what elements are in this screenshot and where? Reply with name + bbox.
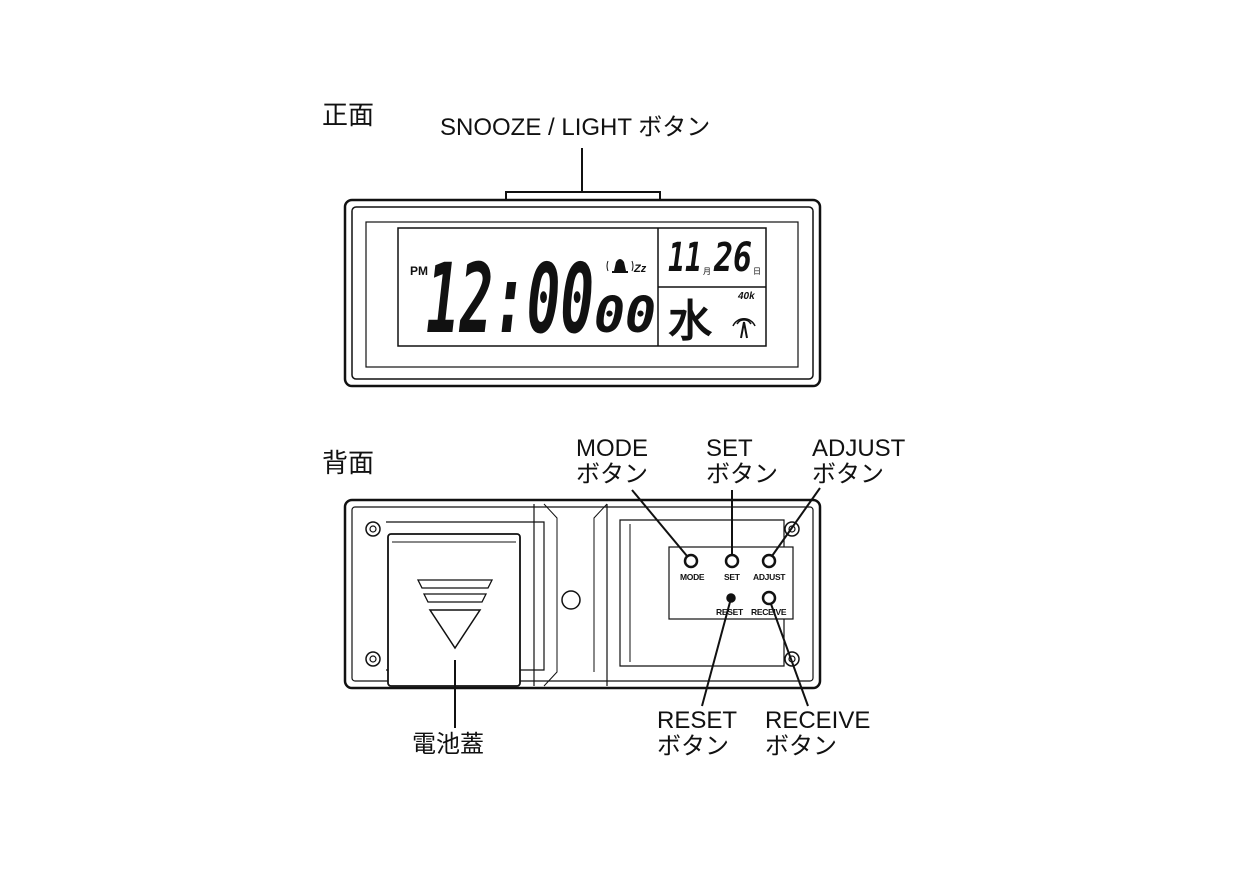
adjust-label-line1: ADJUST [812, 435, 906, 462]
screw-icon [365, 651, 381, 667]
snooze-zz-indicator: Zz [633, 263, 647, 275]
date-month: 11 [668, 235, 702, 281]
receive-panel-label: RECEIVE [751, 607, 787, 617]
battery-cover-label: 電池蓋 [412, 731, 484, 758]
day-unit: 日 [753, 267, 761, 276]
set-panel-label: SET [724, 572, 741, 582]
adjust-panel-label: ADJUST [753, 572, 786, 582]
reset-button[interactable] [726, 593, 736, 603]
back-section-title: 背面 [322, 448, 374, 478]
adjust-button[interactable] [761, 553, 777, 569]
mode-label-line2: ボタン [576, 461, 648, 488]
center-strip-bevel [543, 503, 608, 687]
reset-label-line1: RESET [657, 707, 737, 734]
receive-label-line1: RECEIVE [765, 707, 870, 734]
date-day: 26 [713, 235, 752, 281]
mode-leader-line [631, 489, 688, 557]
adjust-label-line2: ボタン [812, 461, 884, 488]
month-unit: 月 [703, 267, 711, 276]
reset-leader-line [701, 601, 731, 707]
weekday-indicator: 水 [668, 297, 713, 346]
set-label-line2: ボタン [706, 461, 778, 488]
slide-arrow-icon [428, 609, 482, 650]
reset-panel-label: RESET [716, 607, 744, 617]
receive-label-line2: ボタン [765, 733, 837, 760]
control-recess [619, 519, 785, 667]
reset-label-line2: ボタン [657, 733, 729, 760]
pm-indicator: PM [410, 264, 428, 278]
display-window [365, 221, 799, 368]
set-label-line1: SET [706, 435, 753, 462]
set-button[interactable] [724, 553, 740, 569]
seconds-digits: 00 [594, 286, 656, 344]
snooze-light-label: SNOOZE / LIGHT ボタン [440, 114, 710, 141]
mode-label-line1: MODE [576, 435, 648, 462]
signal-frequency: 40k [737, 291, 755, 302]
time-digits: 12:00 [426, 243, 594, 355]
adjust-leader-line [771, 487, 821, 557]
screw-icon [365, 521, 381, 537]
mode-panel-label: MODE [680, 572, 705, 582]
hanging-hole [561, 590, 581, 610]
receive-button[interactable] [761, 590, 777, 606]
battery-cover[interactable] [387, 533, 521, 687]
clock-back: MODE SET ADJUST RESET RECEIVE [343, 498, 822, 690]
clock-body-inner [351, 206, 814, 380]
radio-antenna-icon [732, 318, 756, 339]
receive-leader-line [770, 603, 809, 707]
mode-button[interactable] [683, 553, 699, 569]
front-section-title: 正面 [322, 100, 374, 130]
back-body-inner [351, 506, 814, 682]
alarm-bell-icon [606, 259, 634, 273]
clock-front: PM 12:00 00 Zz 11 月 26 日 水 40k [343, 191, 822, 388]
center-strip [533, 504, 608, 686]
